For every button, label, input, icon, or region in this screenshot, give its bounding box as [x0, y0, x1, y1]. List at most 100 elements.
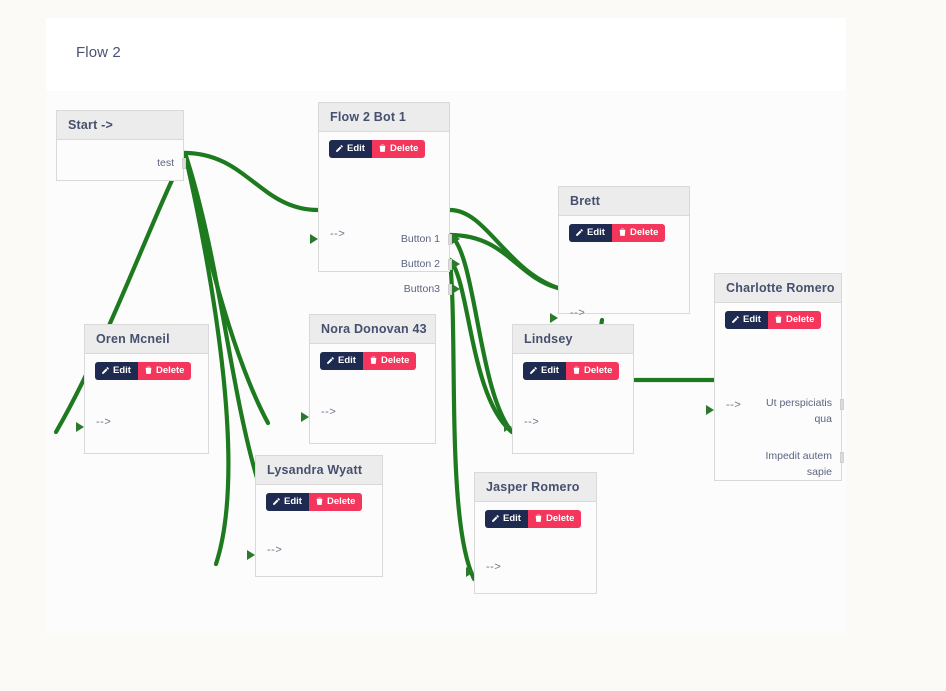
edge-button2-to-brett — [447, 232, 561, 291]
input-arrow-charlotte-romero — [706, 405, 714, 415]
edit-button[interactable]: Edit — [266, 493, 309, 511]
node-start-body: test — [57, 140, 186, 180]
node-charlotte-romero-body: Edit Delete --> Ut perspiciatis qua Impe… — [706, 303, 844, 478]
node-lindsey[interactable]: Lindsey Edit Delete — [504, 324, 634, 454]
node-lysandra-wyatt-input[interactable]: --> — [267, 544, 283, 556]
node-brett-body: Edit Delete --> — [550, 216, 689, 323]
edit-button[interactable]: Edit — [320, 352, 363, 370]
node-jasper-romero-body: Edit Delete --> — [466, 502, 596, 577]
delete-button[interactable]: Delete — [611, 224, 666, 242]
input-arrow-jasper-romero — [466, 567, 474, 577]
edit-button[interactable]: Edit — [95, 362, 138, 380]
edit-button-label: Edit — [284, 496, 302, 507]
output-arrow-button-3 — [452, 284, 460, 294]
node-jasper-romero[interactable]: Jasper Romero Edit Delete — [466, 472, 597, 594]
output-handle-test[interactable] — [182, 158, 186, 169]
output-handle-button-3[interactable] — [448, 284, 452, 295]
node-charlotte-romero-title: Charlotte Romero — [715, 274, 841, 303]
action-buttons-lysandra-wyatt: Edit Delete — [256, 485, 382, 511]
edge-button1-to-brett — [447, 207, 561, 291]
node-flow-2-bot-1[interactable]: Flow 2 Bot 1 Edit Delete — [310, 102, 460, 295]
action-buttons-brett: Edit Delete — [559, 216, 689, 242]
output-handle-ut-perspiciatis-qua[interactable] — [840, 399, 844, 410]
trash-icon — [378, 144, 387, 153]
edit-button[interactable]: Edit — [523, 362, 566, 380]
node-start-output-test[interactable]: test — [157, 157, 174, 169]
node-lindsey-input[interactable]: --> — [524, 416, 540, 428]
delete-button[interactable]: Delete — [362, 352, 417, 370]
delete-button[interactable]: Delete — [527, 510, 582, 528]
edit-button[interactable]: Edit — [485, 510, 528, 528]
node-lindsey-title: Lindsey — [513, 325, 633, 354]
output-button-2[interactable]: Button 2 — [400, 258, 440, 270]
output-handle-button-1[interactable] — [448, 234, 452, 245]
edit-button[interactable]: Edit — [569, 224, 612, 242]
node-charlotte-romero-input[interactable]: --> — [726, 399, 742, 411]
node-oren-mcneil-body: Edit Delete --> — [76, 354, 208, 432]
pencil-square-icon — [491, 514, 500, 523]
delete-button-label: Delete — [326, 496, 356, 507]
edit-button[interactable]: Edit — [329, 140, 372, 158]
edit-button-label: Edit — [347, 143, 365, 154]
action-buttons-lindsey: Edit Delete — [513, 354, 633, 380]
pencil-square-icon — [335, 144, 344, 153]
edit-button[interactable]: Edit — [725, 311, 768, 329]
node-charlotte-romero[interactable]: Charlotte Romero Edit Delete — [706, 273, 844, 481]
input-arrow-brett — [550, 313, 558, 323]
node-flow-2-bot-1-body: Edit Delete --> Button 1 — [310, 132, 460, 295]
node-brett-input[interactable]: --> — [570, 307, 586, 319]
node-lindsey-body: Edit Delete --> — [504, 354, 633, 432]
input-arrow-flow-2-bot-1 — [310, 234, 318, 244]
delete-button[interactable]: Delete — [371, 140, 426, 158]
node-brett[interactable]: Brett Edit Delete — [550, 186, 690, 323]
edit-button-label: Edit — [743, 314, 761, 325]
node-jasper-romero-input[interactable]: --> — [486, 561, 502, 573]
pencil-square-icon — [326, 356, 335, 365]
trash-icon — [618, 228, 627, 237]
node-flow-2-bot-1-input[interactable]: --> — [330, 228, 346, 240]
input-arrow-nora-donovan-43 — [301, 412, 309, 422]
delete-button-label: Delete — [785, 314, 815, 325]
edit-button-label: Edit — [587, 227, 605, 238]
delete-button-label: Delete — [545, 513, 575, 524]
edit-button-label: Edit — [113, 365, 131, 376]
delete-button[interactable]: Delete — [565, 362, 620, 380]
output-button-1[interactable]: Button 1 — [400, 233, 440, 245]
delete-button[interactable]: Delete — [767, 311, 822, 329]
delete-button[interactable]: Delete — [137, 362, 192, 380]
delete-button-label: Delete — [389, 143, 419, 154]
page-title: Flow 2 — [76, 44, 121, 61]
output-handle-button-2[interactable] — [448, 259, 452, 270]
edge-button3-to-jasper — [447, 257, 477, 582]
delete-button-label: Delete — [629, 227, 659, 238]
node-oren-mcneil-input[interactable]: --> — [96, 416, 112, 428]
output-arrow-button-2 — [452, 259, 460, 269]
flow-canvas[interactable]: Start -> test Flow 2 Bot 1 Edit — [46, 92, 846, 635]
output-handle-impedit-autem-sapie[interactable] — [840, 452, 844, 463]
node-nora-donovan-43[interactable]: Nora Donovan 43 Edit Delete — [301, 314, 436, 444]
trash-icon — [534, 514, 543, 523]
trash-icon — [572, 366, 581, 375]
node-start[interactable]: Start -> test — [56, 110, 186, 181]
edit-button-label: Edit — [541, 365, 559, 376]
node-lysandra-wyatt[interactable]: Lysandra Wyatt Edit Delete — [247, 455, 383, 577]
node-nora-donovan-43-input[interactable]: --> — [321, 406, 337, 418]
delete-button[interactable]: Delete — [308, 493, 363, 511]
edge-start-to-flow2bot1 — [182, 150, 321, 213]
output-impedit-autem-sapie[interactable]: Impedit autem sapie — [765, 450, 832, 478]
delete-button-label: Delete — [583, 365, 613, 376]
pencil-square-icon — [101, 366, 110, 375]
trash-icon — [369, 356, 378, 365]
action-buttons-oren-mcneil: Edit Delete — [85, 354, 208, 380]
node-oren-mcneil[interactable]: Oren Mcneil Edit Delete — [76, 324, 209, 454]
trash-icon — [315, 497, 324, 506]
pencil-square-icon — [575, 228, 584, 237]
output-ut-perspiciatis-qua[interactable]: Ut perspiciatis qua — [766, 397, 832, 425]
action-buttons-nora-donovan-43: Edit Delete — [310, 344, 435, 370]
output-button-3[interactable]: Button3 — [403, 283, 440, 295]
action-buttons-flow-2-bot-1: Edit Delete — [319, 132, 449, 158]
header-panel: Flow 2 — [46, 18, 846, 91]
node-lysandra-wyatt-title: Lysandra Wyatt — [256, 456, 382, 485]
node-lysandra-wyatt-body: Edit Delete --> — [247, 485, 382, 560]
